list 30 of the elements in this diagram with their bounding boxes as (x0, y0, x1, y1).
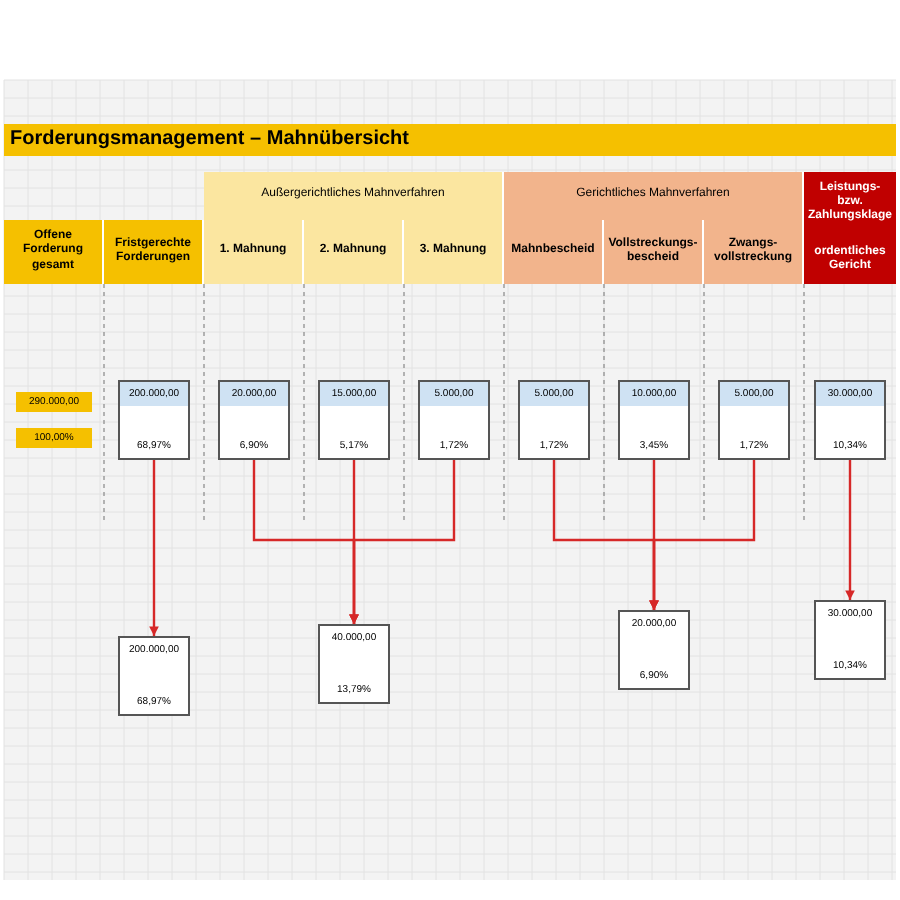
sum-box (814, 600, 886, 680)
title-bar: Forderungsmanagement – Mahnübersicht (4, 124, 896, 156)
column-header (304, 220, 404, 284)
sum-box (618, 610, 690, 690)
column-header (104, 220, 204, 284)
column-header (604, 220, 704, 284)
column-header (704, 220, 804, 284)
amount-box (418, 380, 490, 460)
column-header (204, 220, 304, 284)
procedure-band (204, 172, 504, 220)
amount-box (814, 380, 886, 460)
amount-box (718, 380, 790, 460)
connector-arrow (649, 460, 756, 610)
court-header-cell (804, 172, 896, 284)
total-field (16, 428, 92, 448)
amount-box (618, 380, 690, 460)
connector-arrow (845, 460, 855, 600)
column-header (4, 220, 104, 284)
amount-box (218, 380, 290, 460)
amount-box (518, 380, 590, 460)
column-header (404, 220, 504, 284)
amount-box (118, 380, 190, 460)
total-field (16, 392, 92, 412)
column-header (504, 220, 604, 284)
sum-box (118, 636, 190, 716)
connector-arrow (149, 460, 159, 636)
sum-box (318, 624, 390, 704)
amount-box (318, 380, 390, 460)
procedure-band (504, 172, 804, 220)
connector-arrow (349, 460, 456, 624)
